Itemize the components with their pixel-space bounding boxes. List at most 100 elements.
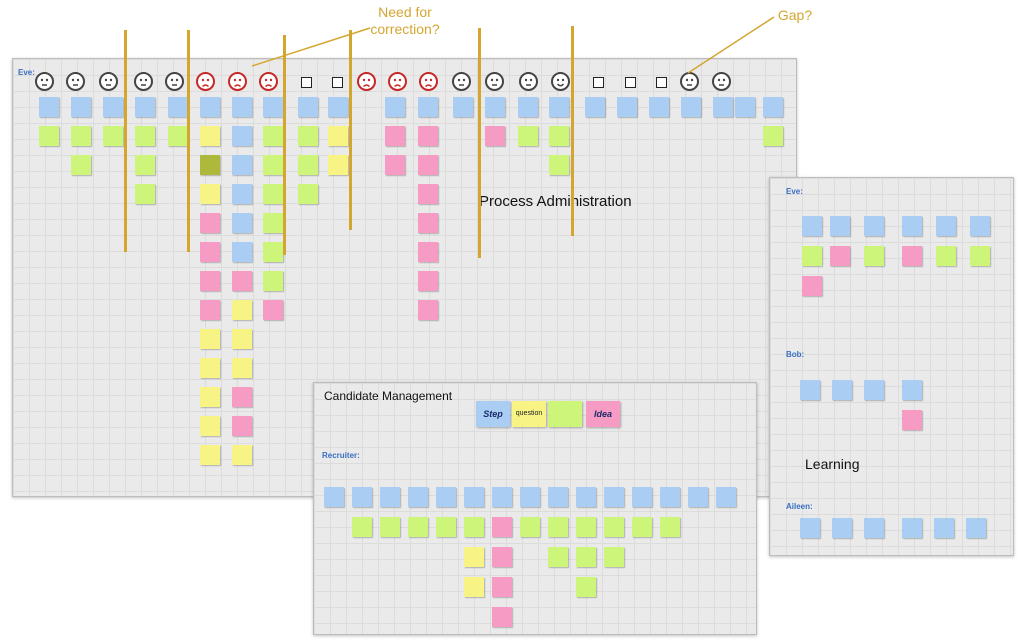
sticky-note bbox=[716, 487, 736, 507]
sticky-note bbox=[830, 246, 850, 266]
sticky-note bbox=[681, 97, 701, 117]
sticky-note bbox=[380, 517, 400, 537]
sticky-note bbox=[200, 126, 220, 146]
neutral-face-icon bbox=[99, 72, 118, 91]
annotation-line bbox=[187, 30, 190, 252]
sticky-note bbox=[763, 126, 783, 146]
sticky-note bbox=[418, 271, 438, 291]
neutral-face-icon bbox=[165, 72, 184, 91]
sticky-note bbox=[604, 517, 624, 537]
sticky-note bbox=[232, 184, 252, 204]
sticky-note bbox=[934, 518, 954, 538]
sticky-note bbox=[604, 487, 624, 507]
board-title-learning: Learning bbox=[805, 456, 860, 472]
sticky-note bbox=[549, 126, 569, 146]
legend-idea: Idea bbox=[586, 401, 620, 427]
sad-face-icon bbox=[259, 72, 278, 91]
sticky-note bbox=[660, 487, 680, 507]
sticky-note bbox=[232, 126, 252, 146]
sticky-note bbox=[864, 216, 884, 236]
sticky-note bbox=[802, 246, 822, 266]
box-icon bbox=[332, 77, 343, 88]
sticky-note bbox=[464, 577, 484, 597]
sticky-note bbox=[802, 216, 822, 236]
annotation-line bbox=[124, 30, 127, 252]
sticky-note bbox=[232, 358, 252, 378]
annotation-line bbox=[571, 26, 574, 236]
candidate-management-board: Candidate Management Recruiter: Step que… bbox=[313, 382, 757, 635]
sticky-note bbox=[902, 518, 922, 538]
lane-label-eve: Eve: bbox=[18, 68, 35, 77]
sticky-note bbox=[966, 518, 986, 538]
sticky-note bbox=[232, 416, 252, 436]
sticky-note bbox=[485, 97, 505, 117]
sticky-note bbox=[408, 487, 428, 507]
box-icon bbox=[593, 77, 604, 88]
sticky-note bbox=[936, 246, 956, 266]
lane-label-eve-learning: Eve: bbox=[786, 187, 803, 196]
sticky-note bbox=[352, 487, 372, 507]
sticky-note bbox=[802, 276, 822, 296]
sticky-note bbox=[418, 300, 438, 320]
neutral-face-icon bbox=[452, 72, 471, 91]
sticky-note bbox=[604, 547, 624, 567]
sticky-note bbox=[232, 97, 252, 117]
sticky-note bbox=[970, 246, 990, 266]
sticky-note bbox=[200, 329, 220, 349]
sticky-note bbox=[263, 213, 283, 233]
sticky-note bbox=[200, 387, 220, 407]
sticky-note bbox=[418, 126, 438, 146]
sticky-note bbox=[263, 242, 283, 262]
sticky-note bbox=[324, 487, 344, 507]
sticky-note bbox=[576, 517, 596, 537]
sticky-note bbox=[263, 97, 283, 117]
lane-label-recruiter: Recruiter: bbox=[322, 451, 360, 460]
lane-label-aileen: Aileen: bbox=[786, 502, 813, 511]
sticky-note bbox=[649, 97, 669, 117]
sticky-note bbox=[418, 213, 438, 233]
sticky-note bbox=[713, 97, 733, 117]
sticky-note bbox=[232, 242, 252, 262]
sticky-note bbox=[632, 517, 652, 537]
sticky-note bbox=[485, 126, 505, 146]
sticky-note bbox=[464, 517, 484, 537]
sticky-note bbox=[232, 387, 252, 407]
neutral-face-icon bbox=[35, 72, 54, 91]
sad-face-icon bbox=[357, 72, 376, 91]
sticky-note bbox=[298, 155, 318, 175]
sticky-note bbox=[902, 380, 922, 400]
neutral-face-icon bbox=[712, 72, 731, 91]
neutral-face-icon bbox=[485, 72, 504, 91]
sticky-note bbox=[864, 380, 884, 400]
sticky-note bbox=[585, 97, 605, 117]
sticky-note bbox=[735, 97, 755, 117]
sticky-note bbox=[492, 487, 512, 507]
sticky-note bbox=[830, 216, 850, 236]
sad-face-icon bbox=[228, 72, 247, 91]
sticky-note bbox=[520, 487, 540, 507]
sticky-note bbox=[418, 242, 438, 262]
sticky-note bbox=[617, 97, 637, 117]
sticky-note bbox=[763, 97, 783, 117]
neutral-face-icon bbox=[519, 72, 538, 91]
sticky-note bbox=[492, 517, 512, 537]
sticky-note bbox=[71, 126, 91, 146]
sticky-note bbox=[520, 517, 540, 537]
sticky-note bbox=[200, 300, 220, 320]
sad-face-icon bbox=[419, 72, 438, 91]
sticky-note bbox=[200, 358, 220, 378]
sticky-note bbox=[103, 126, 123, 146]
sticky-note bbox=[492, 547, 512, 567]
sticky-note bbox=[418, 155, 438, 175]
sticky-note bbox=[800, 518, 820, 538]
legend-comment bbox=[548, 401, 582, 427]
sticky-note bbox=[200, 213, 220, 233]
sticky-note bbox=[135, 126, 155, 146]
sticky-note bbox=[549, 155, 569, 175]
sticky-note bbox=[135, 155, 155, 175]
sticky-note bbox=[232, 213, 252, 233]
sticky-note bbox=[298, 184, 318, 204]
box-icon bbox=[625, 77, 636, 88]
sticky-note bbox=[864, 246, 884, 266]
sticky-note bbox=[200, 97, 220, 117]
